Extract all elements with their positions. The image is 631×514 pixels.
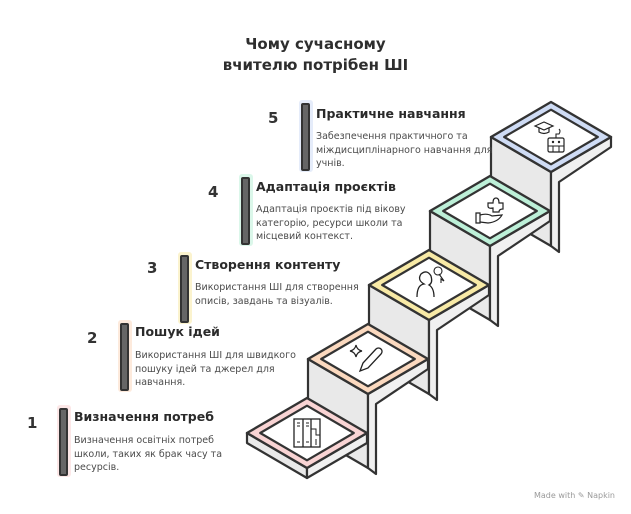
pencil-sparkle-icon — [349, 344, 383, 373]
step-bar — [241, 177, 250, 245]
step-bar — [180, 255, 189, 323]
stair-inner-face — [442, 182, 538, 240]
lockers-icon — [293, 418, 321, 448]
page-title: Чому сучасному вчителю потрібен ШІ — [0, 34, 631, 76]
hand-puzzle-icon — [475, 197, 504, 224]
stair-inner-face — [259, 404, 355, 462]
title-line-2: вчителю потрібен ШІ — [222, 56, 409, 74]
step-title: Практичне навчання — [316, 106, 466, 121]
graduation-robot-icon — [533, 121, 565, 153]
step-title: Пошук ідей — [135, 324, 220, 339]
napkin-watermark: Made with ✎ Napkin — [534, 491, 615, 500]
person-cursor-icon — [416, 266, 445, 298]
step-number: 5 — [268, 109, 279, 127]
step-title: Визначення потреб — [74, 409, 214, 424]
step-title: Створення контенту — [195, 257, 341, 272]
step-description: Визначення освітніх потреб школи, таких … — [74, 435, 223, 473]
step-bar — [59, 408, 68, 476]
step-description: Адаптація проєктів під вікову категорію,… — [256, 204, 406, 242]
title-line-1: Чому сучасному — [245, 35, 386, 53]
step-number: 4 — [208, 183, 219, 201]
step-number: 1 — [27, 414, 38, 432]
step-description: Використання ШІ для швидкого пошуку ідей… — [135, 350, 296, 388]
step-number: 3 — [147, 259, 158, 277]
step-bar — [301, 103, 310, 171]
step-description: Використання ШІ для створення описів, за… — [195, 282, 359, 307]
stair-inner-face — [503, 108, 599, 166]
step-title: Адаптація проєктів — [256, 179, 396, 194]
step-description: Забезпечення практичного та міждисциплін… — [316, 131, 493, 169]
stair-inner-face — [320, 330, 416, 388]
step-number: 2 — [87, 329, 98, 347]
step-bar — [120, 323, 129, 391]
stair-step-1 — [245, 396, 369, 480]
